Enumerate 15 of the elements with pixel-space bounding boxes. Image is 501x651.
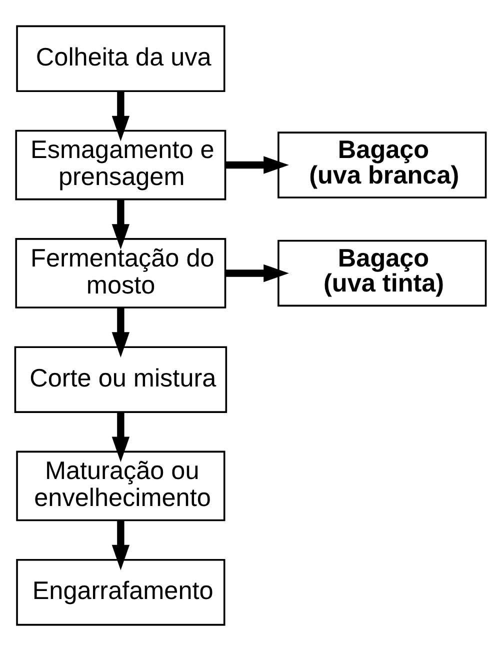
node-box: Engarrafamento bbox=[16, 558, 226, 626]
node-box: Maturação ou envelhecimento bbox=[16, 450, 226, 522]
node-box: Bagaço (uva branca) bbox=[278, 132, 487, 198]
node-box: Bagaço (uva tinta) bbox=[278, 240, 487, 307]
arrow bbox=[112, 199, 130, 250]
node-box: Corte ou mistura bbox=[14, 346, 228, 413]
arrow bbox=[112, 412, 130, 462]
arrow bbox=[112, 308, 130, 358]
arrow bbox=[112, 91, 130, 142]
arrow bbox=[112, 520, 130, 570]
node-box: Esmagamento e prensagem bbox=[15, 130, 226, 200]
arrow bbox=[225, 264, 289, 282]
node-box: Fermentação do mosto bbox=[15, 238, 226, 308]
arrow bbox=[225, 156, 289, 174]
node-box: Colheita da uva bbox=[16, 25, 226, 92]
